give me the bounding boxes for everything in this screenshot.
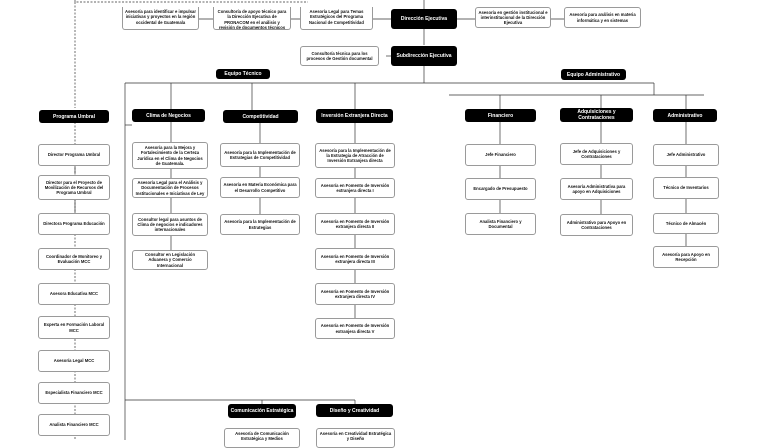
node-asesoria-legal-estrategica: Asesoría Legal para Temas Estratégicos d… xyxy=(300,7,373,30)
node-direccion-ejecutiva: Dirección Ejecutiva xyxy=(391,9,457,29)
label-equipo-tecnico: Equipo Técnico xyxy=(216,69,270,79)
node-inversion-item: Asesoría en Fomento de Inversión extranj… xyxy=(315,213,395,235)
node-administrativo-item: Técnico de Almacén xyxy=(653,213,719,234)
node-adquisiciones-item: Asesoría Administrativa para apoyo en Ad… xyxy=(560,178,633,200)
node-inversion-item: Asesoría en Fomento de Inversión extranj… xyxy=(315,283,395,305)
label-equipo-administrativo: Equipo Administrativo xyxy=(561,69,626,80)
node-umbral-item: Asesoría Legal MCC xyxy=(38,350,110,372)
node-consultoria-gestion-documental: Consultoría técnica para los procesos de… xyxy=(300,46,379,66)
node-financiero-item: Encargado de Presupuesto xyxy=(465,178,536,200)
node-adquisiciones-item: Jefe de Adquisiciones y Contrataciones xyxy=(560,143,633,165)
node-administrativo-item: Técnico de Inventarios xyxy=(653,177,719,199)
header-adquisiciones: Adquisiciones y Contrataciones xyxy=(560,108,633,122)
header-programa-umbral: Programa Umbral xyxy=(39,110,109,123)
header-comunicacion-estrategica: Comunicación Estratégica xyxy=(228,404,296,418)
node-asesoria-analisis-informatica: Asesoría para análisis en materia inform… xyxy=(564,7,641,28)
node-administrativo-item: Asesoría para Apoyo en Recepción xyxy=(653,246,719,268)
header-inversion-extranjera: Inversión Extranjera Directa xyxy=(316,109,393,123)
node-diseno-item: Asesoría en Creatividad Estratégica y Di… xyxy=(316,428,395,448)
node-comunicacion-item: Asesoría de Comunicación Estratégica y M… xyxy=(224,428,300,448)
node-competitividad-item: Asesoría en Materia Económica para el De… xyxy=(220,177,300,198)
node-financiero-item: Analista Financiero y Documental xyxy=(465,213,536,235)
node-umbral-item: Director Programa Umbral xyxy=(38,144,110,166)
header-financiero: Financiero xyxy=(465,109,536,122)
node-inversion-item: Asesoría en Fomento de Inversión extranj… xyxy=(315,318,395,339)
node-umbral-item: Asesora Educativa MCC xyxy=(38,283,110,305)
node-inversion-item: Asesoría en Fomento de Inversión extranj… xyxy=(315,248,395,270)
node-umbral-item: Director para el Proyecto de Movilizació… xyxy=(38,175,110,200)
node-umbral-item: Coordinador de Monitoreo y Evaluación MC… xyxy=(38,248,110,270)
node-competitividad-item: Asesoría para la Implementación de Estra… xyxy=(220,214,300,235)
node-subdireccion-ejecutiva: Subdirección Ejecutiva xyxy=(391,46,457,66)
node-asesoria-gestion-institucional: Asesoría en gestión institucional e inte… xyxy=(475,7,551,28)
header-administrativo: Administrativo xyxy=(653,109,717,122)
node-clima-item: Consultor en Legislación Aduanera y Come… xyxy=(132,250,208,270)
node-financiero-item: Jefe Financiero xyxy=(465,144,536,166)
node-administrativo-item: Jefe Administrativo xyxy=(653,144,719,166)
node-umbral-item: Analista Financiero MCC xyxy=(38,414,110,436)
header-competitividad: Competitividad xyxy=(223,110,298,123)
node-inversion-item: Asesoría en Fomento de Inversión extranj… xyxy=(315,178,395,198)
header-clima-negocios: Clima de Negocios xyxy=(132,109,205,122)
node-umbral-item: Directora Programa Educación xyxy=(38,213,110,235)
node-asesoria-region-occidental: Asesoría para identificar e impulsar ini… xyxy=(122,7,199,30)
header-diseno-creatividad: Diseño y Creatividad xyxy=(316,404,393,417)
node-clima-item: Consultor legal para asuntos de Clima de… xyxy=(132,213,208,236)
node-inversion-item: Asesoría para la Implementación de la Es… xyxy=(315,143,395,168)
node-adquisiciones-item: Administrativo para Apoyo en Contratacio… xyxy=(560,214,633,236)
node-consultoria-apoyo-tecnico: Consultoría de apoyo técnico para la Dir… xyxy=(213,7,291,30)
node-umbral-item: Experta en Formación Laboral MCC xyxy=(38,316,110,339)
node-clima-item: Asesoría para la Mejora y Fortalecimient… xyxy=(132,142,208,169)
node-clima-item: Asesoría Legal para el Análisis y Docume… xyxy=(132,178,208,198)
node-umbral-item: Especialista Financiero MCC xyxy=(38,382,110,404)
node-competitividad-item: Asesoría para la Implementación de Estra… xyxy=(220,143,300,167)
